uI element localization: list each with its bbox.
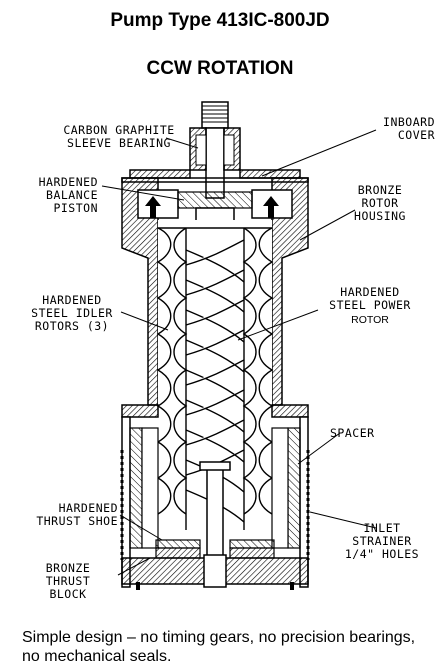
label-spacer: SPACER	[330, 426, 375, 440]
inlet-strainer	[120, 450, 310, 560]
label-bronze-thrust-block: BRONZE THRUST BLOCK	[45, 561, 91, 601]
design-caption: Simple design – no timing gears, no prec…	[22, 629, 416, 665]
inboard-cover	[129, 127, 301, 179]
label-hardened-balance-piston: HARDENED BALANCE PISTON	[38, 175, 98, 215]
label-carbon-graphite-sleeve-bearing: CARBON GRAPHITE SLEEVE BEARING	[63, 123, 175, 150]
shaft-end	[201, 101, 229, 199]
label-inboard-cover: INBOARD COVER	[383, 115, 435, 142]
label-inlet-strainer: INLET STRAINER 1/4" HOLES	[344, 521, 420, 561]
pump-title: Pump Type 413IC-800JD	[110, 10, 330, 31]
label-hardened-steel-idler-rotors: HARDENED STEEL IDLER ROTORS (3)	[31, 293, 113, 333]
rotation-subtitle: CCW ROTATION	[146, 58, 294, 79]
label-bronze-rotor-housing: BRONZE ROTOR HOUSING	[354, 183, 406, 223]
thrust-block	[121, 554, 309, 590]
label-rotor: ROTOR	[351, 314, 389, 326]
label-hardened-thrust-shoe: HARDENED THRUST SHOE	[36, 501, 118, 528]
rotor-housing	[121, 177, 309, 406]
label-hardened-steel-power-rotor: HARDENED STEEL POWER	[329, 285, 411, 312]
leader-lines	[101, 129, 377, 576]
tie-bolt	[199, 461, 231, 557]
spacer	[121, 404, 309, 588]
